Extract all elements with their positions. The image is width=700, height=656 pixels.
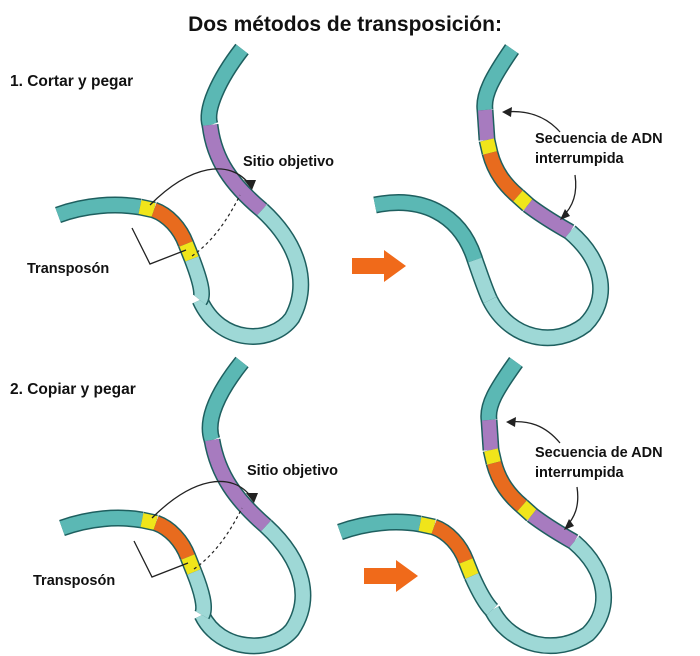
section-2-label: 2. Copiar y pegar bbox=[10, 381, 136, 398]
pointer-arrowhead-top-2 bbox=[506, 417, 516, 427]
section-copy-and-paste: 2. Copiar y pegar Transposón Sitio o bbox=[10, 356, 663, 655]
transposon-label-2: Transposón bbox=[33, 573, 115, 589]
dna-strand-before-2 bbox=[194, 356, 312, 655]
target-site-segment bbox=[203, 124, 267, 216]
transposon-bracket-2 bbox=[133, 540, 189, 578]
pointer-arrowhead-bottom-2 bbox=[564, 519, 574, 530]
transposon-segment bbox=[151, 203, 193, 247]
transposition-arc bbox=[149, 168, 251, 206]
diagram-title: Dos métodos de transposición: bbox=[188, 13, 502, 36]
dna-strand-before bbox=[192, 43, 310, 345]
transposon-strand bbox=[55, 196, 211, 306]
result-label-line1-2: Secuencia de ADN bbox=[535, 445, 663, 461]
target-site-label-2: Sitio objetivo bbox=[247, 463, 338, 479]
transposon-label: Transposón bbox=[27, 261, 109, 277]
pointer-arrow-top bbox=[504, 110, 561, 133]
arc-arrowhead-2 bbox=[246, 493, 258, 503]
section-cut-and-paste: 1. Cortar y pegar Tr bbox=[10, 43, 663, 347]
pointer-arrowhead-bottom bbox=[560, 209, 570, 220]
result-label-line1: Secuencia de ADN bbox=[535, 131, 663, 147]
target-site-label: Sitio objetivo bbox=[243, 154, 334, 170]
pointer-arrow-bottom-2 bbox=[565, 486, 579, 528]
result-label-line2-2: interrumpida bbox=[535, 465, 625, 481]
section-1-label: 1. Cortar y pegar bbox=[10, 73, 133, 90]
dashed-connector-2 bbox=[193, 507, 243, 570]
arc-arrowhead bbox=[244, 180, 256, 190]
dna-strand-after-2 bbox=[480, 357, 613, 655]
pointer-arrow-bottom bbox=[561, 174, 577, 218]
dashed-connector bbox=[191, 194, 241, 257]
pointer-arrowhead-top bbox=[502, 107, 512, 117]
flank-left bbox=[138, 200, 156, 217]
process-arrow bbox=[352, 250, 406, 282]
transposition-arc-2 bbox=[151, 480, 253, 519]
retained-transposon-strand bbox=[337, 513, 499, 617]
result-label-line2: interrumpida bbox=[535, 151, 625, 167]
transposon-bracket bbox=[131, 227, 187, 265]
transposon-strand-2 bbox=[59, 509, 213, 620]
flank-right bbox=[179, 241, 199, 262]
process-arrow-2 bbox=[364, 560, 418, 592]
pointer-arrow-top-2 bbox=[508, 420, 561, 444]
dna-strand-after bbox=[373, 44, 609, 347]
